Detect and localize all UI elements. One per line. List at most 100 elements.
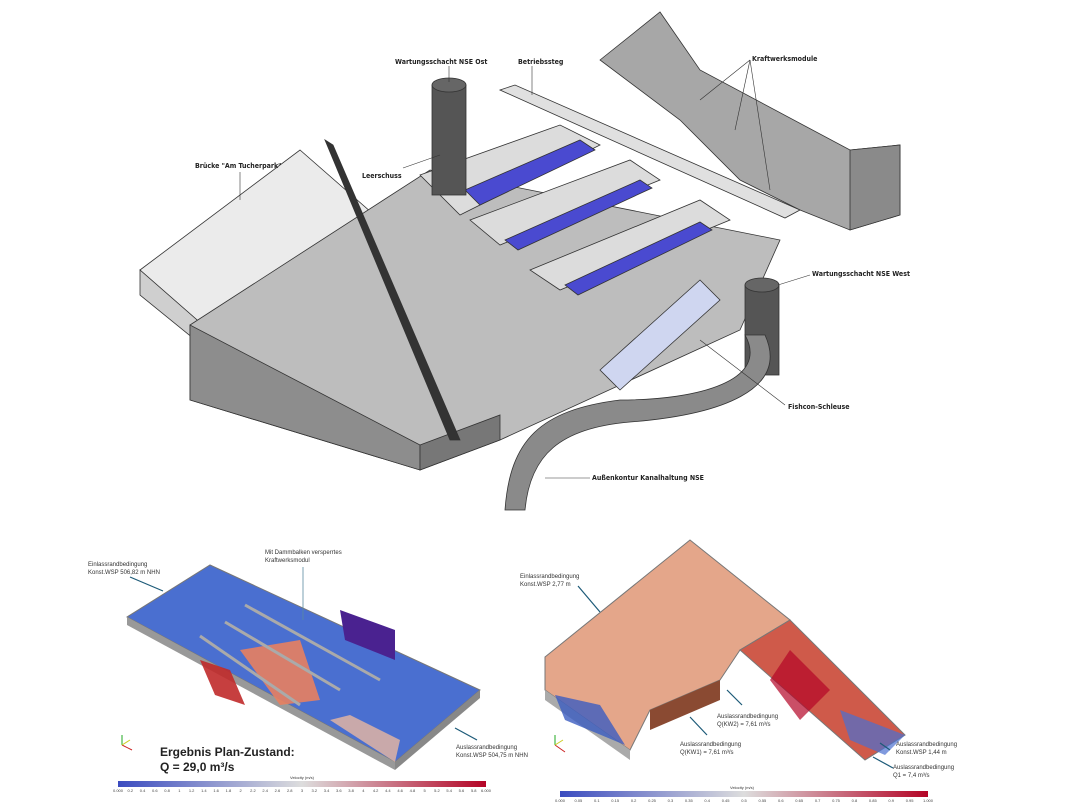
module-1-water	[464, 139, 596, 206]
colorbar-tick: 0.7	[814, 798, 821, 803]
outlet-kw1-line-1: Auslassrandbedingung	[680, 742, 742, 748]
colorbar-tick: 0.15	[611, 798, 620, 803]
colorbar-tick: 5.4	[446, 788, 452, 793]
left-outlet-line-2: Konst.WSP 504,75 m NHN	[456, 753, 528, 759]
right-outlet-q1: Auslassrandbedingung Q1 = 7,4 m³/s	[893, 764, 954, 780]
colorbar-tick: 5.6	[458, 788, 465, 793]
shaft-east	[431, 84, 467, 196]
colorbar-tick: 0.05	[574, 798, 583, 803]
boundary-arrows	[129, 576, 894, 769]
leader-lines	[239, 59, 811, 479]
module-note-line-2: Kraftwerksmodul	[265, 558, 310, 564]
outlet-q1-line-1: Auslassrandbedingung	[893, 765, 955, 771]
colorbar-tick: 1.4	[201, 788, 207, 793]
basin-wall-front	[419, 414, 501, 471]
sim-left-model	[126, 564, 481, 770]
colorbar-tick: 0.75	[832, 798, 840, 803]
bridge-truss	[324, 138, 461, 441]
colorbar-tick: 0.9	[888, 798, 894, 803]
outlet-kw1-line-2: Q(KW1) = 7,61 m³/s	[680, 750, 734, 756]
colorbar-tick: 5	[423, 788, 426, 793]
right-inlet-line-2: Konst.WSP 2,77 m	[520, 582, 571, 588]
colorbar-tick: 4.6	[397, 788, 403, 793]
powerplant-isometric-drawing	[139, 11, 901, 511]
colorbar-tick: 0.2	[127, 788, 134, 793]
colorbar-tick: 0.5	[741, 798, 747, 803]
colorbar-tick: 4.4	[385, 788, 391, 793]
colorbar-tick: 0.85	[868, 798, 877, 803]
colorbar-tick: 0.25	[648, 798, 656, 803]
colorbar-tick: 0.35	[684, 798, 693, 803]
colorbar-tick: 0.000	[112, 788, 124, 793]
colorbar-tick: 2	[239, 788, 242, 793]
colorbar-left-title: Velocity (m/s)	[290, 775, 315, 780]
colorbar-tick: 0.8	[164, 788, 170, 793]
colorbar-tick: 2.4	[262, 788, 268, 793]
channel-wall	[849, 144, 901, 231]
colorbar-tick: 0.6	[778, 798, 784, 803]
fish-lock	[599, 279, 721, 391]
axis-triad-right	[554, 735, 566, 753]
colorbar-tick: 0.4	[704, 798, 710, 803]
left-outlet-line-1: Auslassrandbedingung	[456, 745, 518, 751]
outlet-kw2-line-1: Auslassrandbedingung	[717, 714, 779, 720]
outlet-wsp-line-1: Auslassrandbedingung	[896, 742, 958, 748]
result-title: Ergebnis Plan-Zustand:	[160, 745, 295, 759]
right-inlet-line-1: Einlassrandbedingung	[520, 574, 580, 580]
colorbar-tick: 0.8	[851, 798, 858, 803]
label-fish-lock: Fishcon-Schleuse	[788, 403, 850, 411]
outlet-q1-line-2: Q1 = 7,4 m³/s	[893, 773, 930, 779]
module-2	[469, 159, 661, 246]
colorbar-tick: 1.6	[213, 788, 219, 793]
colorbar-tick: 0.2	[630, 798, 637, 803]
colorbar-tick: 2.6	[274, 788, 281, 793]
colorbar-tick: 1.000	[922, 798, 934, 803]
colorbar-tick: 3.2	[311, 788, 318, 793]
label-modules: Kraftwerksmodule	[752, 55, 818, 63]
axis-triad-left	[121, 735, 133, 751]
colorbar-tick: 5.2	[434, 788, 440, 793]
result-heading: Ergebnis Plan-Zustand:Q = 29,0 m³/s	[160, 745, 295, 775]
colorbar-tick: 0.65	[795, 798, 804, 803]
label-shaft-east: Wartungsschacht NSE Ost	[395, 58, 488, 66]
colorbar-right-title: Velocity (m/s)	[730, 785, 755, 790]
colorbar-tick: 0.55	[758, 798, 767, 803]
left-inlet-line-2: Konst.WSP 506,82 m NHN	[88, 570, 160, 576]
label-walkway: Betriebssteg	[518, 58, 564, 66]
colorbar-tick: 5.8	[470, 788, 477, 793]
colorbar-tick: 0.45	[721, 798, 730, 803]
colorbar-tick: 0.1	[594, 798, 600, 803]
colorbar-tick: 1.2	[188, 788, 195, 793]
outlet-wsp-line-2: Konst.WSP 1,44 m	[896, 750, 947, 756]
colorbar-tick: 0.3	[667, 798, 674, 803]
colorbar-right	[560, 791, 928, 797]
colorbar-tick: 4	[362, 788, 365, 793]
module-3	[529, 199, 731, 291]
colorbar-tick: 0.000	[554, 798, 566, 803]
colorbar-tick: 2.8	[286, 788, 293, 793]
label-shaft-west: Wartungsschacht NSE West	[812, 270, 910, 278]
colorbar-tick: 3.4	[323, 788, 330, 793]
colorbar-tick: 0.95	[905, 798, 914, 803]
label-spillway: Leerschuss	[362, 172, 402, 180]
result-discharge: Q = 29,0 m³/s	[160, 760, 235, 774]
colorbar-tick: 0.6	[152, 788, 158, 793]
colorbar-tick: 4.2	[372, 788, 379, 793]
module-note-line-1: Mit Dammbalken versperrtes	[265, 550, 342, 556]
colorbar-tick: 3	[300, 788, 304, 793]
module-3-water	[564, 221, 713, 296]
colorbar-tick: 3.6	[336, 788, 342, 793]
colorbar-right-ticks: 0.000 0.05 0.1 0.15 0.2 0.25 0.3 0.35 0.4 0.45 0.5…	[555, 798, 933, 804]
colorbar-tick: 4.8	[409, 788, 416, 793]
outlet-kw2-line-2: Q(KW2) = 7,61 m³/s	[717, 722, 771, 728]
walkway	[498, 84, 801, 219]
